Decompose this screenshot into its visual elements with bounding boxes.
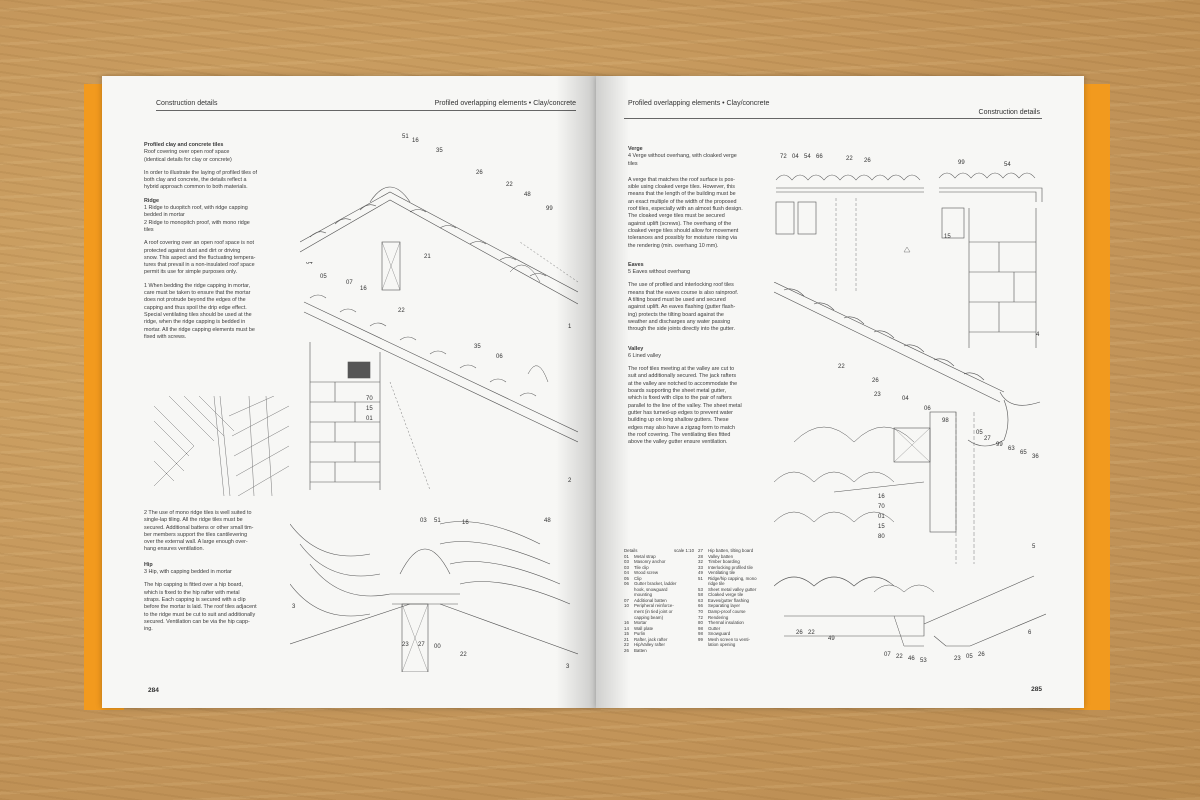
figure-2-number: 2 [568,478,572,484]
eaves-heading: Eaves [628,261,644,268]
section-title: Profiled clay and concrete tiles [144,142,224,148]
legend-scale: scale 1:10 [674,548,695,553]
figure-5-eaves: 22 26 23 04 06 98 05 27 99 63 65 36 16 7… [774,282,1046,564]
right-header-rule [624,118,1042,119]
left-running-head: Construction details [156,100,218,107]
figure-6-valley: 26 22 49 07 22 46 53 23 05 26 6 [774,556,1046,674]
hip-heading: Hip [144,561,153,568]
figure-5-number: 5 [1032,544,1036,550]
right-section-head: Profiled overlapping elements • Clay/con… [628,100,770,107]
figure-6-number: 6 [1028,630,1032,636]
figure-4-verge: 72 04 54 66 22 26 99 54 15 4 [774,142,1046,348]
left-text-column-2: 2 The use of mono ridge tiles is well su… [144,510,284,639]
figure-3-hip: 03 51 16 48 23 27 00 22 3 3 [290,504,578,672]
right-text-column: Verge 4 Verge without overhang, with clo… [628,146,772,452]
figure-1-ridge-duopitch: 51 16 35 26 22 48 99 21 1 [300,132,578,336]
legend-title: Details [624,548,638,553]
figure-3-number: 3 [566,664,570,670]
figure-2-ridge-monopitch: 04 05 07 16 22 35 06 70 15 01 2 [300,262,578,490]
left-section-head: Profiled overlapping elements • Clay/con… [434,100,576,107]
page-number-right: 285 [1031,686,1042,693]
left-text-column: Profiled clay and concrete tiles Roof co… [144,142,284,347]
ridge-heading: Ridge [144,197,159,204]
figure-4-number: 4 [1036,332,1040,338]
hip-plan-drawing [154,396,289,496]
left-page: Construction details Profiled overlappin… [102,76,596,708]
page-number-left: 284 [148,687,159,694]
verge-heading: Verge [628,146,643,152]
figure-1-number: 1 [568,324,572,330]
right-running-head: Construction details [978,109,1040,116]
valley-heading: Valley [628,345,644,352]
left-header-rule [156,110,576,111]
right-page: Profiled overlapping elements • Clay/con… [596,76,1084,708]
